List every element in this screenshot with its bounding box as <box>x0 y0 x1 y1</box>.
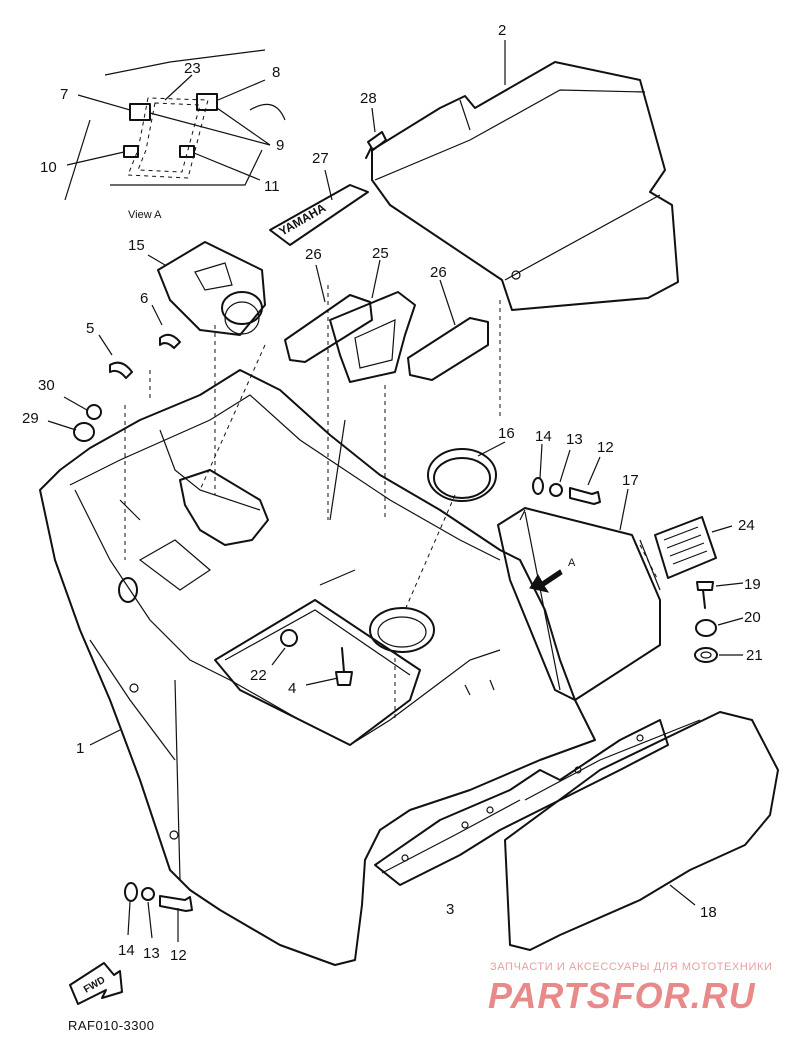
callout-2: 2 <box>498 22 506 39</box>
part-26-left-pad <box>284 294 373 363</box>
callout-27: 27 <box>312 150 329 167</box>
grommet-8-icon <box>196 93 218 111</box>
clip-11-icon <box>179 145 195 158</box>
part-30-grommet <box>86 404 102 420</box>
part-3-rear-bracket <box>374 719 669 886</box>
callout-13a: 13 <box>566 431 583 448</box>
callout-26b: 26 <box>430 264 447 281</box>
callout-29: 29 <box>22 410 39 427</box>
view-a-label: View A <box>128 209 162 221</box>
hardware-lower-set <box>124 882 193 912</box>
callout-17: 17 <box>622 472 639 489</box>
part-code: RAF010-3300 <box>68 1018 154 1033</box>
callout-21: 21 <box>746 647 763 664</box>
callout-24: 24 <box>738 517 755 534</box>
callout-30: 30 <box>38 377 55 394</box>
watermark-logo: PARTSFOR.RU <box>488 975 756 1016</box>
callout-11: 11 <box>264 178 280 195</box>
callout-20: 20 <box>744 609 761 626</box>
callout-numbers: 2 23 8 7 28 9 27 10 11 15 26 25 26 6 5 3… <box>22 22 763 964</box>
callout-4: 4 <box>288 680 296 697</box>
fwd-arrow-icon: FWD <box>69 962 123 1005</box>
watermark-tagline: ЗАПЧАСТИ И АКСЕССУАРЫ ДЛЯ МОТОТЕХНИКИ <box>490 961 772 973</box>
part-16-ring-seal <box>427 448 497 502</box>
part-22-plug <box>280 629 298 647</box>
explosion-lines <box>124 285 659 720</box>
part-26-right-pad <box>407 317 489 381</box>
decal-brand-text: YAMAHA <box>277 201 329 239</box>
hardware-upper-set <box>532 477 601 505</box>
callout-14a: 14 <box>535 428 552 445</box>
part-28-screw <box>365 131 387 159</box>
callout-1: 1 <box>76 740 84 757</box>
callout-12a: 12 <box>597 439 614 456</box>
fwd-label: FWD <box>82 975 107 996</box>
part-20-nut <box>695 619 717 637</box>
clip-10-icon <box>123 145 139 158</box>
part-17-side-panel: A <box>497 507 661 701</box>
grommet-7-icon <box>129 103 151 121</box>
callout-10: 10 <box>40 159 57 176</box>
callout-6: 6 <box>140 290 148 307</box>
part-29-grommet <box>73 422 95 442</box>
leader-lines <box>47 40 744 942</box>
part-6-clip <box>159 333 181 349</box>
view-a-inset: View A <box>64 49 286 221</box>
part-19-bolt <box>696 581 714 609</box>
callout-22: 22 <box>250 667 267 684</box>
callout-3: 3 <box>446 901 454 918</box>
callout-28: 28 <box>360 90 377 107</box>
callout-15: 15 <box>128 237 145 254</box>
callout-7: 7 <box>60 86 68 103</box>
callout-9: 9 <box>276 137 284 154</box>
part-21-washer <box>694 647 718 663</box>
callout-16: 16 <box>498 425 515 442</box>
callout-13b: 13 <box>143 945 160 962</box>
part-1-main-body <box>39 369 596 966</box>
callout-5: 5 <box>86 320 94 337</box>
arrow-a-label: A <box>568 557 576 569</box>
part-15-tray-cover <box>157 241 266 336</box>
part-24-label-plate <box>654 516 717 579</box>
part-25-bracket <box>329 291 416 383</box>
part-27-yamaha-decal: YAMAHA <box>269 184 369 246</box>
callout-23: 23 <box>184 60 201 77</box>
part-4-stud <box>335 647 353 686</box>
part-18-rear-flap <box>504 711 779 951</box>
callout-18: 18 <box>700 904 717 921</box>
part-5-clip <box>109 361 133 379</box>
watermark: ЗАПЧАСТИ И АКСЕССУАРЫ ДЛЯ МОТОТЕХНИКИ PA… <box>488 961 772 1016</box>
callout-25: 25 <box>372 245 389 262</box>
callout-19: 19 <box>744 576 761 593</box>
callout-26a: 26 <box>305 246 322 263</box>
callout-14b: 14 <box>118 942 135 959</box>
callout-12b: 12 <box>170 947 187 964</box>
callout-8: 8 <box>272 64 280 81</box>
part-2-rear-cover <box>371 61 679 311</box>
